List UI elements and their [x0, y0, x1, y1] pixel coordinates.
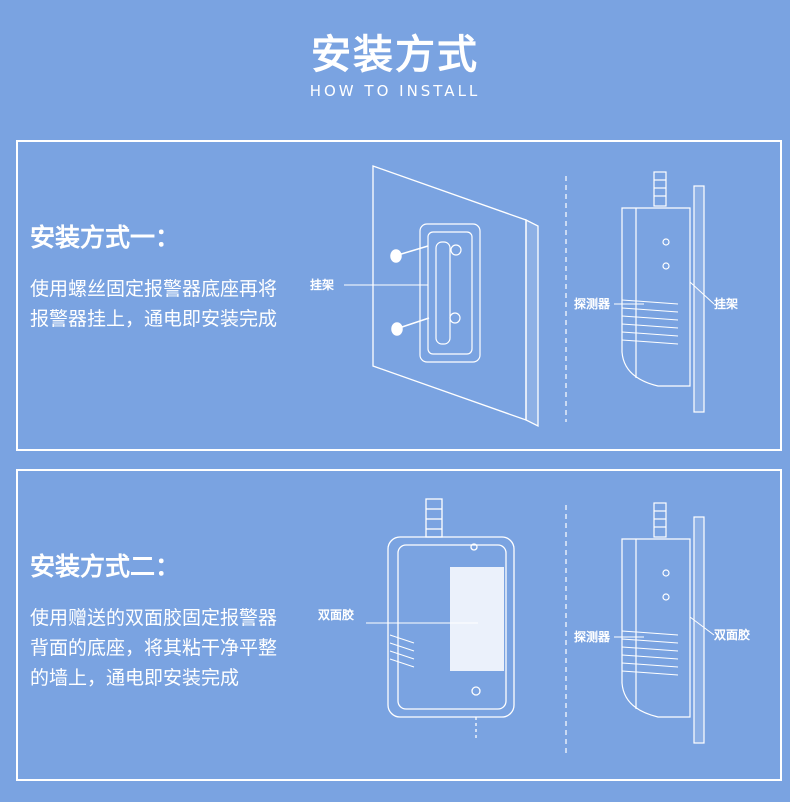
double-sided-tape-pad — [450, 567, 504, 671]
detector-label: 探测器 — [574, 296, 611, 311]
install-method-1-panel: 安装方式一： 使用螺丝固定报警器底座再将报警器挂上，通电即安装完成 挂架 — [16, 140, 782, 451]
detector-label-2: 探测器 — [574, 629, 611, 644]
method-1-description: 使用螺丝固定报警器底座再将报警器挂上，通电即安装完成 — [30, 278, 278, 330]
detector-side-view — [621, 171, 705, 413]
tape-side-label: 双面胶 — [714, 627, 750, 642]
wall-panel-illustration — [372, 165, 539, 428]
bracket-side-label: 挂架 — [714, 296, 738, 311]
method-2-description: 使用赠送的双面胶固定报警器背面的底座，将其粘干净平整的墙上，通电即安装完成 — [30, 607, 278, 689]
page-subtitle: HOW TO INSTALL — [309, 82, 481, 100]
method-1-title: 安装方式一： — [30, 223, 181, 252]
bracket-illustration — [419, 223, 481, 363]
method-2-title: 安装方式二： — [30, 552, 181, 581]
detector-back-view — [387, 498, 515, 739]
method-1-illustration: 挂架 探测器 挂架 — [310, 165, 738, 428]
bracket-label: 挂架 — [310, 277, 334, 292]
page-title: 安装方式 — [311, 32, 479, 78]
tape-label: 双面胶 — [318, 607, 354, 622]
install-method-2-panel: 安装方式二： 使用赠送的双面胶固定报警器背面的底座，将其粘干净平整的墙上，通电即… — [16, 469, 782, 781]
detector-side-view-2 — [621, 502, 705, 744]
method-2-illustration: 双面胶 探测器 双面胶 — [318, 498, 750, 753]
screw-illustration — [390, 245, 430, 336]
